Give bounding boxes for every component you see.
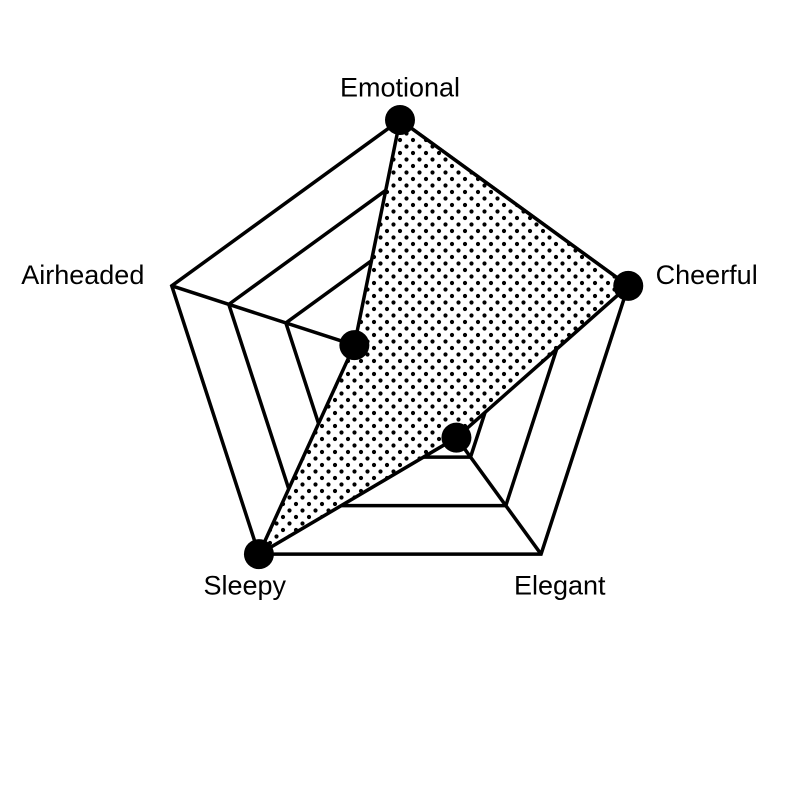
point-elegant — [441, 422, 472, 453]
point-emotional — [385, 105, 415, 135]
axis-label-airheaded: Airheaded — [21, 260, 144, 290]
axis-label-emotional: Emotional — [340, 72, 460, 102]
axis-label-sleepy: Sleepy — [203, 571, 286, 601]
data-series — [243, 105, 644, 570]
point-sleepy — [243, 539, 274, 570]
point-cheerful — [613, 270, 644, 301]
axis-label-cheerful: Cheerful — [656, 260, 758, 290]
axis-label-elegant: Elegant — [514, 571, 606, 601]
series-area — [255, 116, 632, 559]
point-airheaded — [339, 330, 370, 361]
